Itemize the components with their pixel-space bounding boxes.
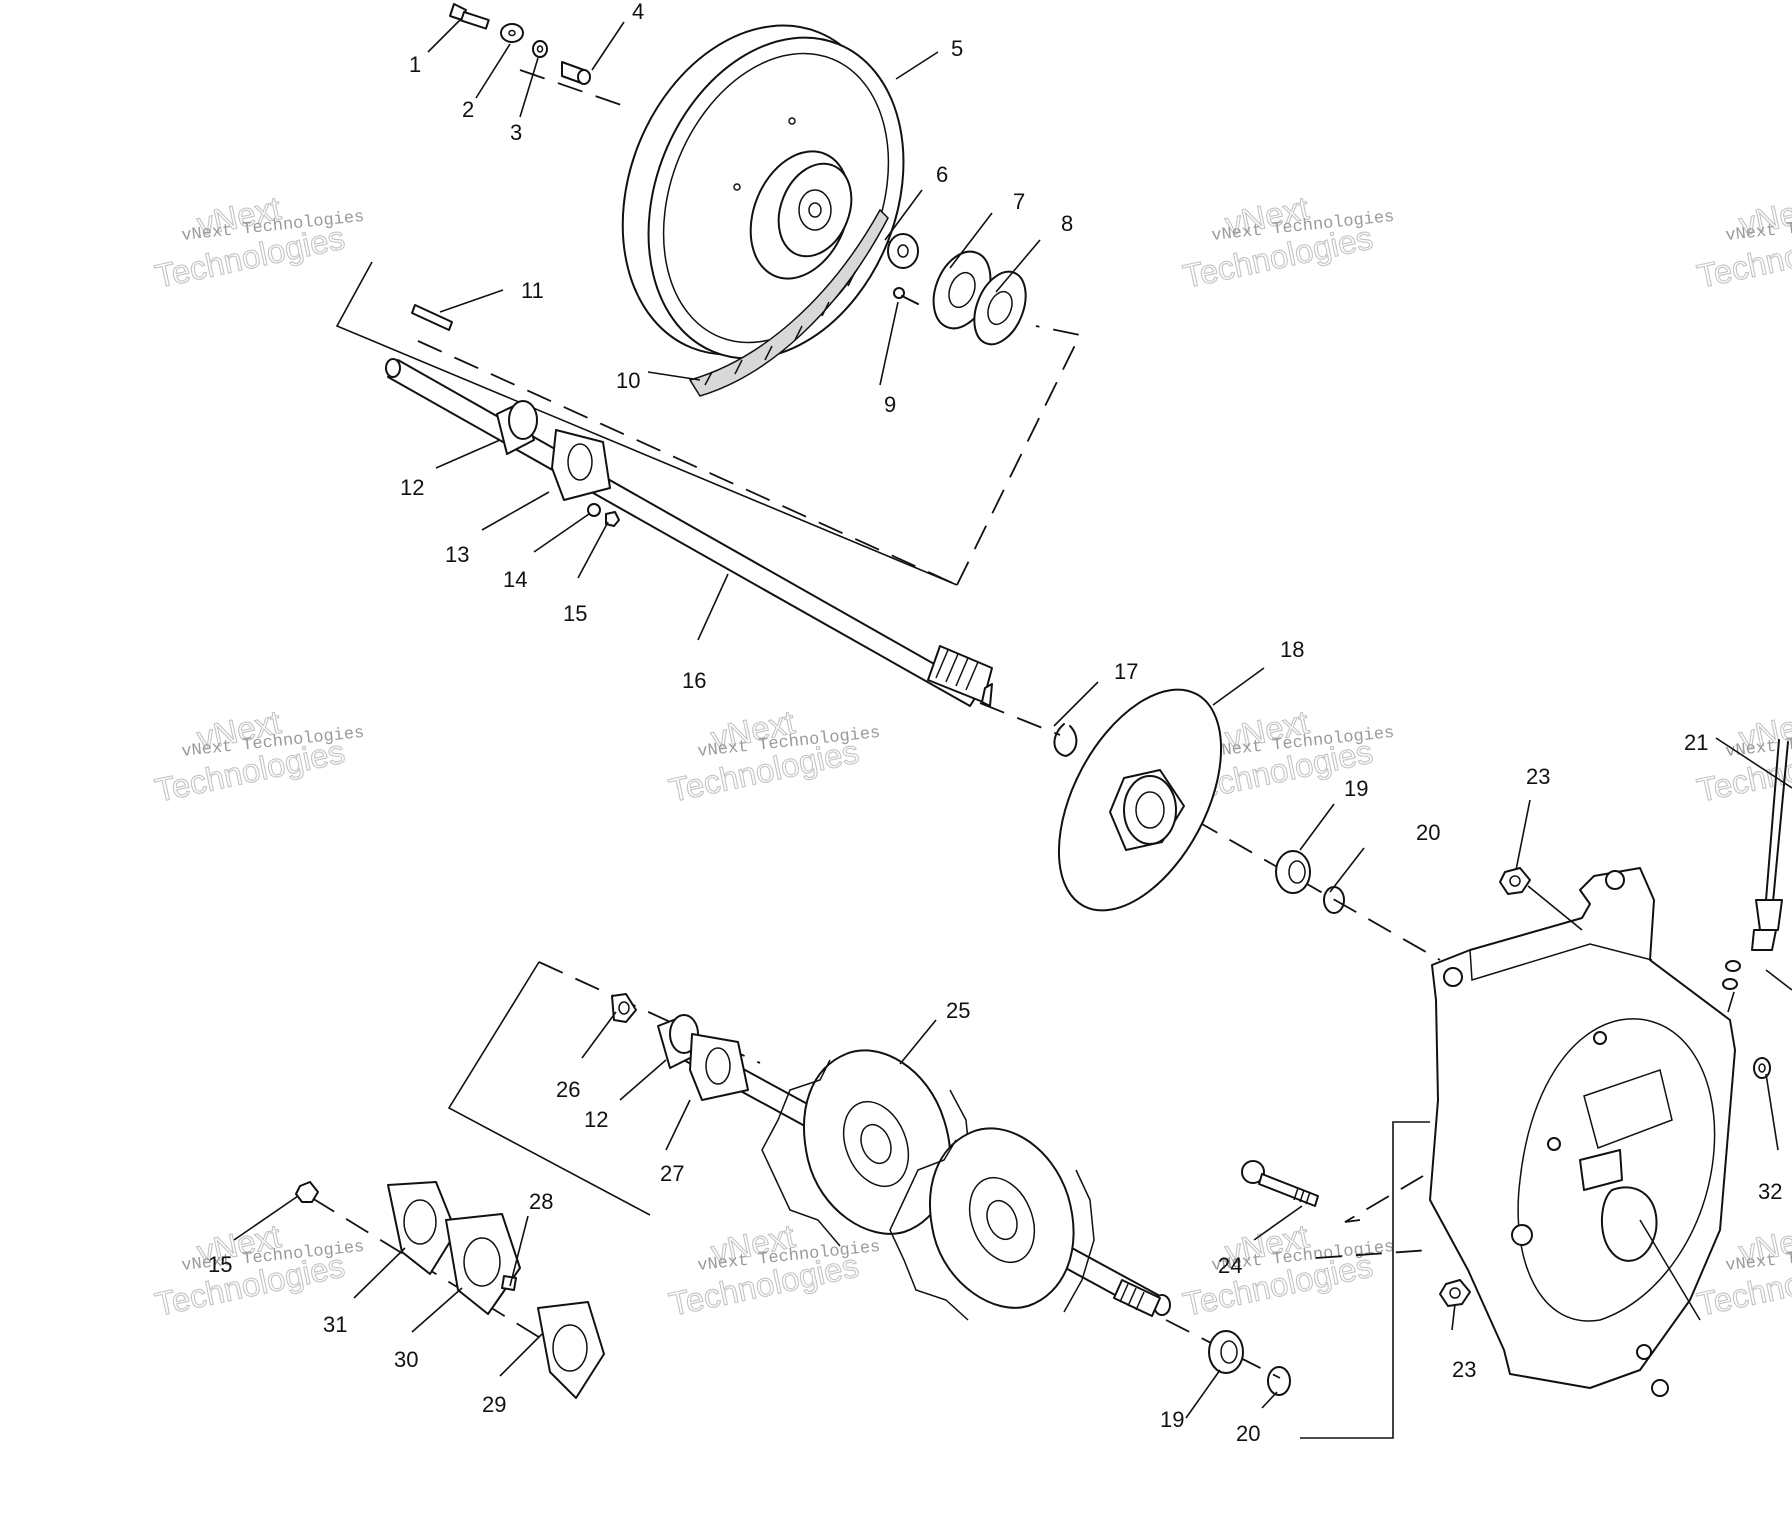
callout-15: 15 <box>563 601 587 626</box>
callout-13: 13 <box>445 542 469 567</box>
idler-wheel <box>621 24 905 360</box>
drive-shaft <box>385 358 993 707</box>
watermark: Technologies vNext vNext Technologies <box>1179 189 1395 296</box>
watermark: Technologies vNext vNext Technologies <box>665 703 881 810</box>
lock-washer <box>532 40 548 58</box>
callout-20: 20 <box>1416 820 1440 845</box>
callout-2: 2 <box>462 97 474 122</box>
drive-chain <box>688 208 889 397</box>
flange-bolt <box>893 287 919 305</box>
callout-12: 12 <box>400 475 424 500</box>
callout-23b: 23 <box>1452 1357 1476 1382</box>
nut <box>1439 1279 1471 1307</box>
washer <box>587 503 601 517</box>
bearing-block <box>689 1033 749 1101</box>
callout-32: 32 <box>1758 1179 1782 1204</box>
watermark: Technologies vNext vNext Technologies <box>151 189 365 296</box>
callout-29: 29 <box>482 1392 506 1417</box>
bearing-flange <box>973 270 1027 346</box>
assembly-lines <box>311 69 1441 1439</box>
callout-8: 8 <box>1061 211 1073 236</box>
brake-disc <box>1057 688 1223 912</box>
chaincase-housing <box>1429 867 1736 1397</box>
circlip <box>1053 723 1078 757</box>
callout-10: 10 <box>616 368 640 393</box>
speedo-cable <box>1751 739 1789 951</box>
callout-20b: 20 <box>1236 1421 1260 1446</box>
callout-21: 21 <box>1684 730 1708 755</box>
oil-seal <box>1275 850 1311 894</box>
callout-31: 31 <box>323 1312 347 1337</box>
callout-24: 24 <box>1218 1253 1242 1278</box>
gasket <box>445 1213 521 1315</box>
callout-26: 26 <box>556 1077 580 1102</box>
pin <box>501 1275 517 1291</box>
callout-4: 4 <box>632 0 644 24</box>
bolt <box>449 3 490 30</box>
callout-3: 3 <box>510 120 522 145</box>
callout-7: 7 <box>1013 189 1025 214</box>
callout-28: 28 <box>529 1189 553 1214</box>
bearing-flange <box>537 1301 605 1399</box>
callout-5: 5 <box>951 36 963 61</box>
callout-25: 25 <box>946 998 970 1023</box>
oil-seal <box>1208 1330 1244 1374</box>
bushing <box>611 993 637 1023</box>
callout-19b: 19 <box>1160 1407 1184 1432</box>
shaft-key <box>411 304 453 331</box>
watermark: Technologies vNext vNext Technologies <box>151 1217 365 1324</box>
bearing-block <box>551 429 611 501</box>
fitting <box>1722 960 1741 990</box>
leader-lines <box>233 17 1792 1419</box>
callout-12b: 12 <box>584 1107 608 1132</box>
callout-9: 9 <box>884 392 896 417</box>
long-bolt <box>1241 1160 1319 1207</box>
watermark: Technologies vNext vNext Technologies <box>1179 1217 1395 1324</box>
callout-23: 23 <box>1526 764 1550 789</box>
callout-1: 1 <box>409 52 421 77</box>
nut <box>605 511 620 527</box>
washer <box>887 233 919 269</box>
watermark: Technologies vNext vNext Technologies <box>1693 189 1792 296</box>
callout-labels: 1 2 3 4 5 6 7 8 9 10 11 12 13 14 15 16 1… <box>208 0 1782 1446</box>
callout-17: 17 <box>1114 659 1138 684</box>
watermark: Technologies vNext vNext Technologies <box>151 703 365 810</box>
bearing <box>496 400 538 455</box>
watermark: Technologies vNext vNext Technologies <box>665 1217 881 1324</box>
drive-sprocket <box>889 1127 1095 1321</box>
washer <box>500 23 524 43</box>
washer <box>1753 1057 1771 1079</box>
o-ring <box>1267 1366 1291 1396</box>
spacer <box>561 61 591 85</box>
callout-27: 27 <box>660 1161 684 1186</box>
callout-30: 30 <box>394 1347 418 1372</box>
callout-15b: 15 <box>208 1252 232 1277</box>
callout-14: 14 <box>503 567 527 592</box>
callout-19: 19 <box>1344 776 1368 801</box>
callout-11: 11 <box>521 278 544 303</box>
bearing-flange <box>387 1181 457 1275</box>
nut <box>1499 867 1531 895</box>
callout-16: 16 <box>682 668 706 693</box>
callout-6: 6 <box>936 162 948 187</box>
callout-18: 18 <box>1280 637 1304 662</box>
nut <box>295 1181 319 1203</box>
